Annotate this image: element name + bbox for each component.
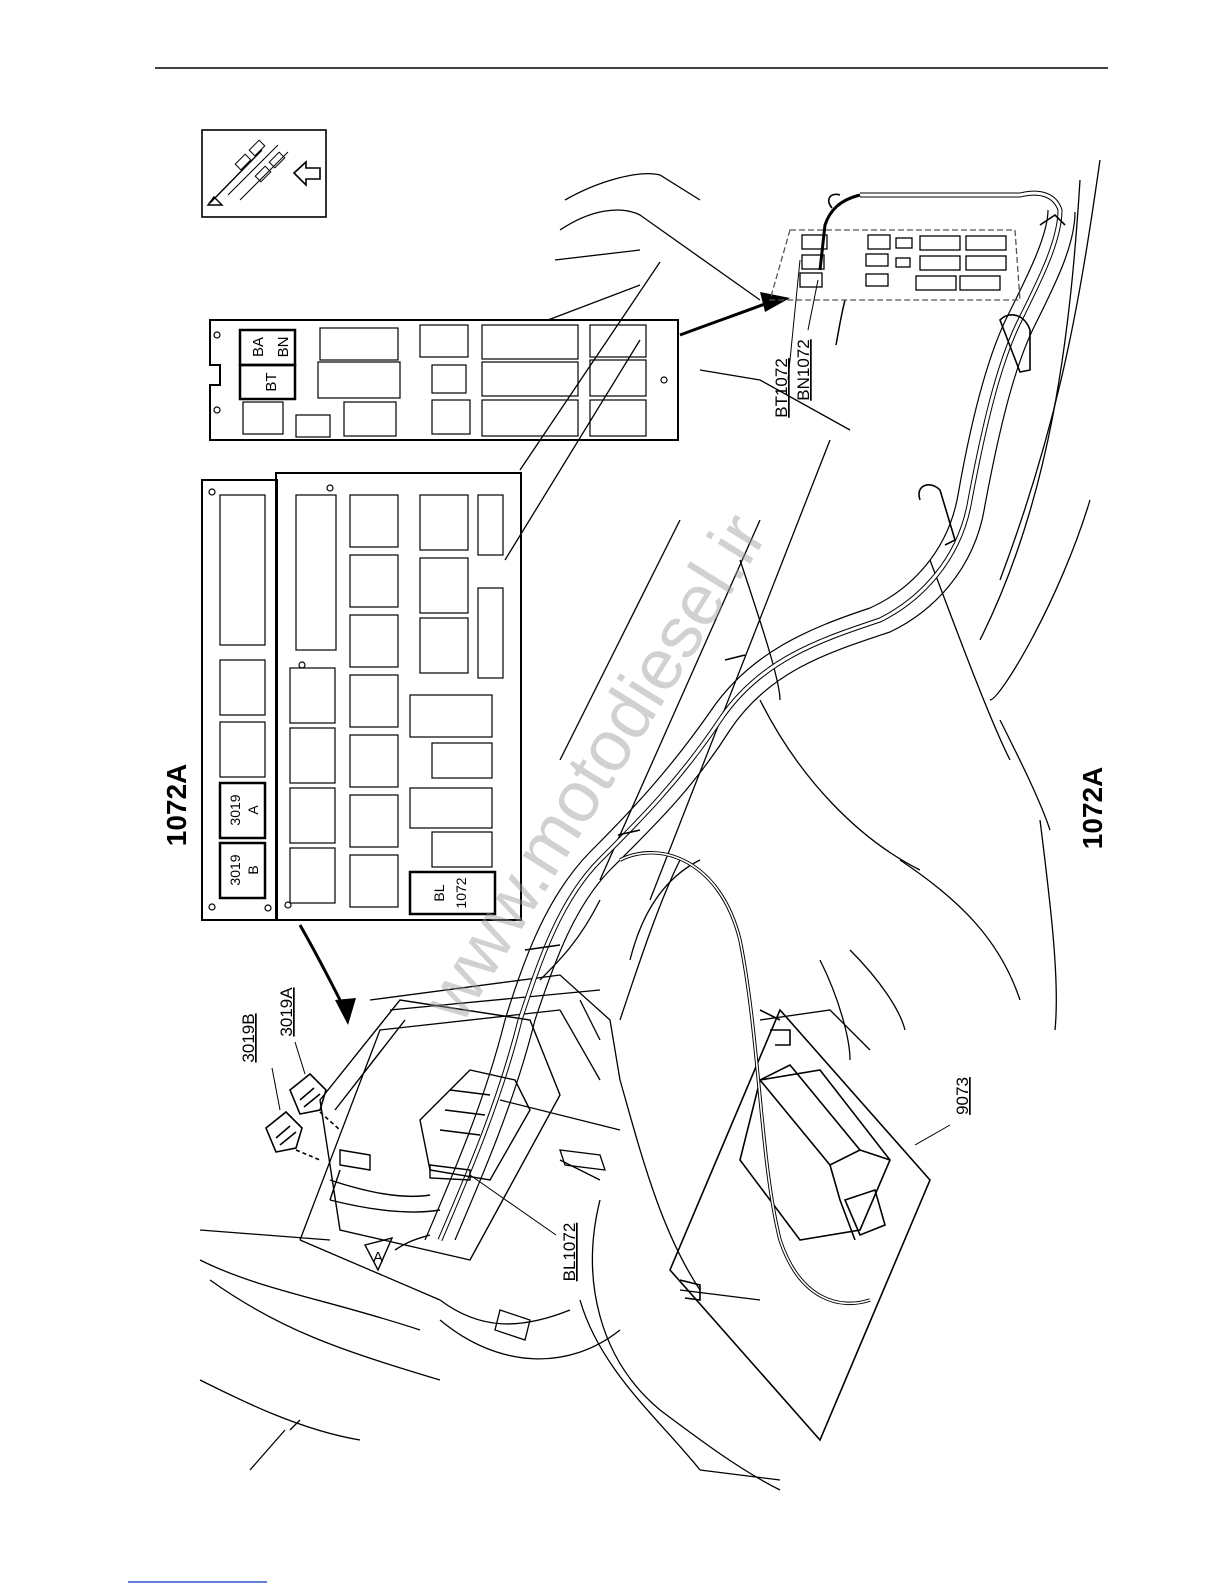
arrow-to-relay-location bbox=[680, 300, 775, 335]
arrow-to-fusebox bbox=[300, 925, 345, 1010]
title-left: 1072A bbox=[161, 764, 192, 847]
relay-panel-large bbox=[202, 473, 521, 920]
leader-bl1072 bbox=[470, 1175, 556, 1235]
label-bt1072: BT1072 bbox=[772, 358, 791, 418]
arrow-to-relay-location-head bbox=[760, 292, 790, 312]
label-3019b-number: 3019 bbox=[227, 854, 243, 885]
watermark: www.motodiesel.ir bbox=[406, 500, 782, 1035]
label-ba: BA bbox=[250, 337, 267, 357]
wiring-harness bbox=[425, 193, 1075, 1303]
label-bl: BL bbox=[431, 884, 447, 901]
label-3019a-number: 3019 bbox=[227, 794, 243, 825]
leader-9073 bbox=[915, 1125, 950, 1145]
label-3019b: 3019B bbox=[239, 1013, 258, 1062]
leader-3019b bbox=[272, 1068, 280, 1110]
label-bn1072: BN1072 bbox=[794, 339, 813, 400]
relay-location-panel bbox=[770, 230, 1020, 300]
relay-3019a bbox=[290, 1074, 340, 1130]
arrow-to-fusebox-head bbox=[335, 998, 356, 1025]
label-bt: BT bbox=[263, 372, 280, 391]
title-right: 1072A bbox=[1077, 767, 1108, 850]
label-bn: BN bbox=[275, 337, 292, 358]
truck-layout-icon bbox=[202, 130, 326, 217]
view-a-marker: A bbox=[373, 1249, 383, 1266]
relay-3019b bbox=[266, 1112, 320, 1160]
label-9073: 9073 bbox=[953, 1077, 972, 1115]
label-3019a: 3019A bbox=[277, 987, 296, 1037]
label-bl1072: BL1072 bbox=[560, 1223, 579, 1282]
label-3019a-letter: A bbox=[245, 805, 261, 815]
label-3019b-letter: B bbox=[245, 865, 261, 874]
leader-3019a bbox=[295, 1042, 305, 1074]
ecu-9073 bbox=[670, 1010, 930, 1440]
arrow-left-icon bbox=[294, 162, 320, 185]
fuse-box-compartment bbox=[320, 1000, 560, 1270]
